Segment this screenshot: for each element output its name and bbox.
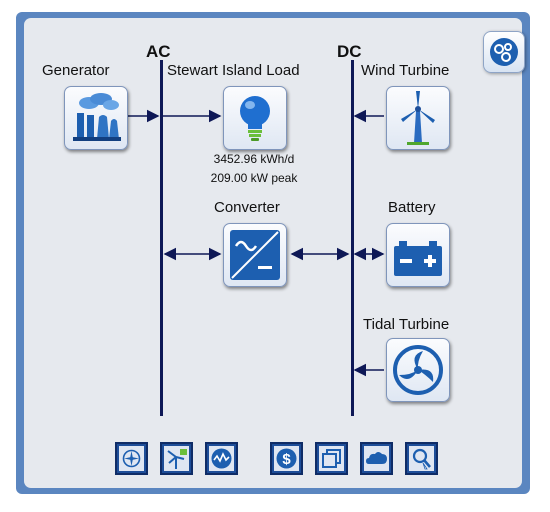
toolbar-button-economics[interactable]: $: [270, 442, 303, 475]
schematic-frame: AC DC: [16, 12, 530, 494]
toolbar-button-layers[interactable]: [315, 442, 348, 475]
tidal-turbine-component[interactable]: [386, 338, 450, 402]
dollar-icon: $: [274, 446, 299, 471]
converter-icon: [230, 230, 280, 280]
power-plant-icon: [73, 93, 121, 141]
load-energy: 3452.96 kWh/d: [213, 152, 295, 166]
ac-bus-label: AC: [146, 42, 171, 61]
dc-bus-label: DC: [337, 42, 362, 61]
wind-turbine-component[interactable]: [386, 86, 450, 150]
battery-label: Battery: [388, 199, 436, 216]
toolbar-button-wind-resource[interactable]: [160, 442, 193, 475]
generator-label: Generator: [42, 62, 110, 79]
compass-icon: [119, 446, 144, 471]
svg-text:$: $: [282, 451, 291, 468]
connectors: [128, 109, 385, 377]
converter-label: Converter: [214, 199, 280, 216]
swirl-icon: [490, 38, 518, 66]
light-bulb-icon: [240, 96, 270, 141]
battery-icon: [394, 241, 442, 276]
load-peak: 209.00 kW peak: [210, 171, 298, 185]
search-icon: [409, 446, 434, 471]
tidal-turbine-label: Tidal Turbine: [363, 316, 450, 333]
cloud-icon: [364, 446, 389, 471]
wind-turbine-label: Wind Turbine: [361, 62, 450, 79]
wind-resource-icon: [164, 446, 189, 471]
generator-component[interactable]: [64, 86, 128, 150]
toolbar-button-search[interactable]: [405, 442, 438, 475]
toolbar-button-cloud[interactable]: [360, 442, 393, 475]
load-component[interactable]: [223, 86, 287, 150]
battery-component[interactable]: [386, 223, 450, 287]
load-label: Stewart Island Load: [167, 62, 300, 79]
layers-icon: [319, 446, 344, 471]
wind-turbine-icon: [401, 91, 435, 145]
schematic-panel: AC DC: [24, 18, 525, 488]
toolbar-button-signal-wave[interactable]: [205, 442, 238, 475]
tidal-turbine-icon: [393, 345, 443, 395]
ac-bus[interactable]: [160, 60, 163, 416]
schematic-options-button[interactable]: [483, 31, 525, 73]
dc-bus[interactable]: [351, 60, 354, 416]
toolbar-button-compass[interactable]: [115, 442, 148, 475]
converter-component[interactable]: [223, 223, 287, 287]
signal-wave-icon: [209, 446, 234, 471]
